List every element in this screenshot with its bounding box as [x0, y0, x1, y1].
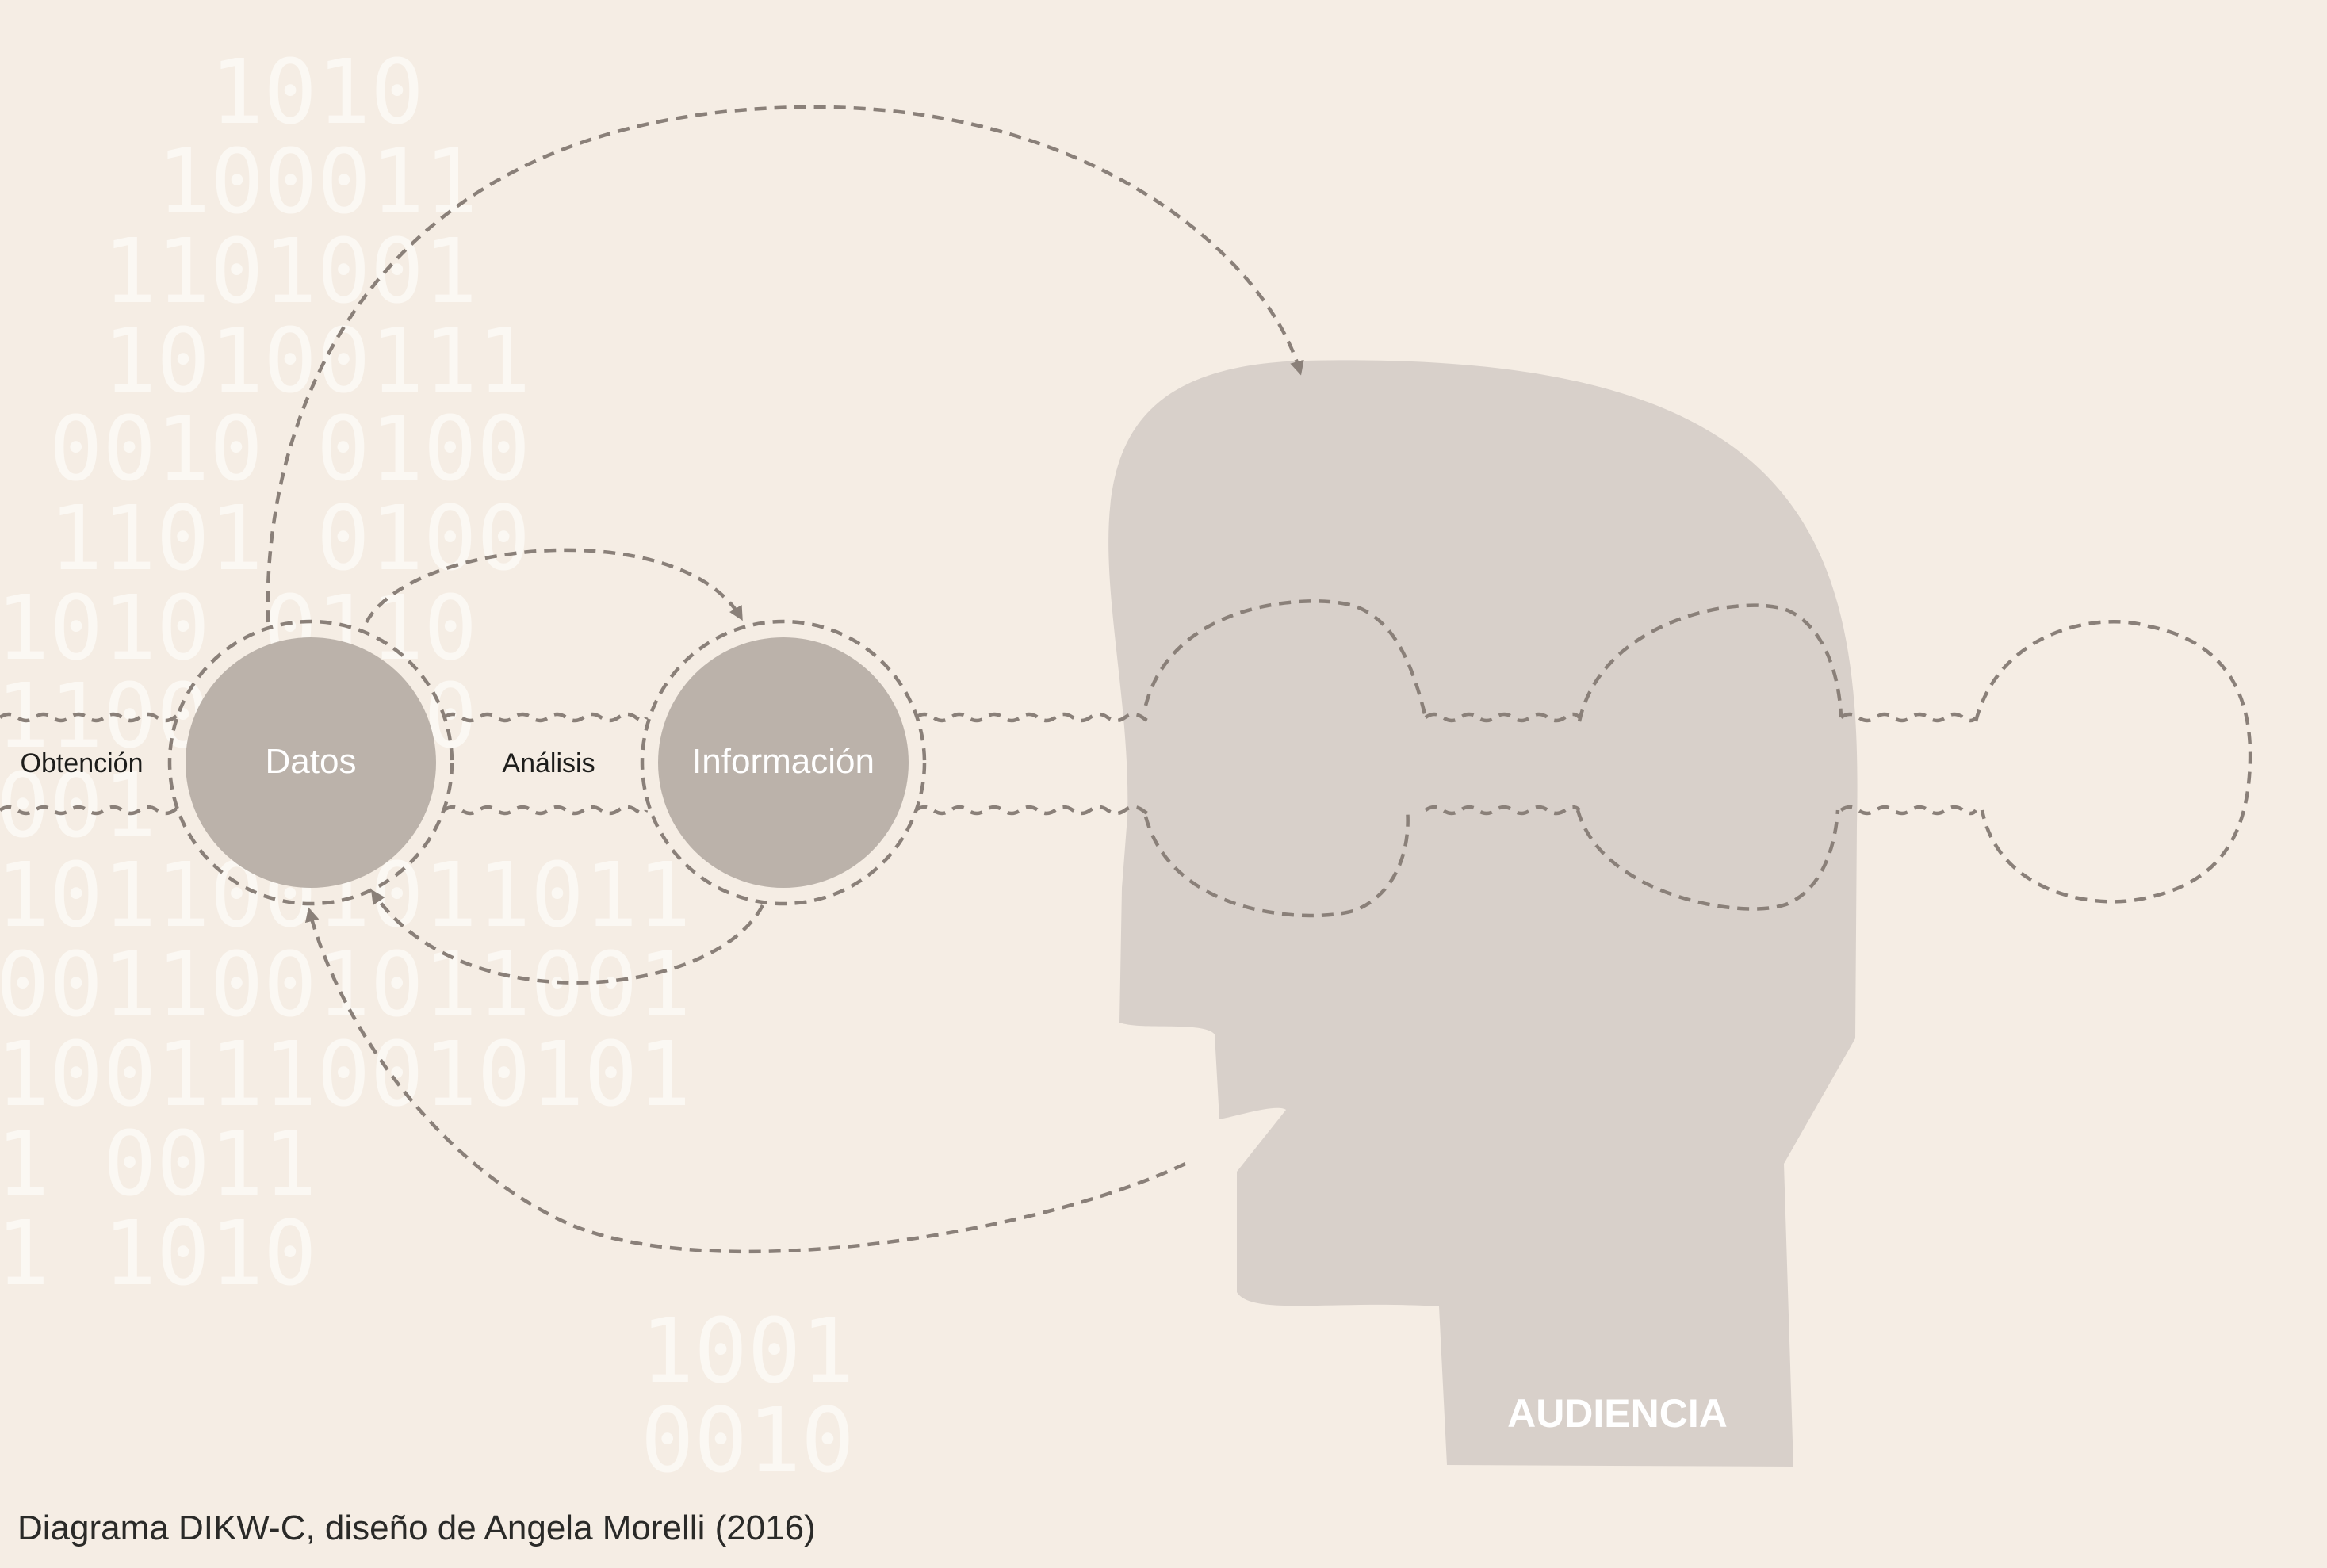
channel-bulges	[1143, 599, 2252, 918]
bulge-1-bottom	[1143, 808, 1410, 918]
datos-ring	[167, 619, 454, 906]
bulge-3	[1973, 620, 2252, 904]
binary-row: 1001	[641, 1300, 855, 1403]
analisis-label: Análisis	[502, 748, 595, 778]
figure-caption: Diagrama DIKW-C, diseño de Angela Morell…	[17, 1509, 816, 1547]
datos-label: Datos	[266, 742, 357, 781]
binary-row: 1 1010	[0, 1203, 317, 1306]
informacion-ring	[640, 619, 927, 906]
binary-row: 1001110010101	[0, 1023, 691, 1126]
binary-row: 0010 0100	[49, 398, 530, 501]
informacion-node	[658, 637, 909, 888]
binary-row: 1010	[210, 41, 424, 144]
arrow-audiencia-to-datos	[304, 907, 1186, 1254]
arrow-datos-to-informacion	[365, 548, 743, 624]
binary-row: 10100111	[103, 310, 530, 413]
wavy-channel-bottom	[0, 805, 1977, 816]
wavy-channel	[0, 712, 1977, 816]
binary-row: 0011001011001	[0, 934, 691, 1037]
bulge-1-top	[1143, 599, 1428, 718]
obtencion-label: Obtención	[21, 748, 144, 778]
wavy-channel-top	[0, 712, 1977, 723]
audience-head-silhouette	[1108, 360, 1858, 1467]
bulge-2-top	[1577, 603, 1843, 722]
binary-row: 1 0011	[0, 1113, 317, 1216]
arrow-informacion-to-datos	[370, 889, 764, 985]
binary-row: 100011	[157, 131, 478, 234]
arrow-datos-to-audiencia	[266, 105, 1304, 623]
datos-node	[186, 637, 436, 888]
binary-row: 1101001	[103, 220, 477, 323]
binary-row: 0010	[641, 1390, 855, 1493]
binary-row: 1101 0100	[49, 488, 530, 591]
audiencia-label: AUDIENCIA	[1507, 1391, 1728, 1436]
informacion-label: Información	[692, 742, 875, 781]
bulge-2-bottom	[1575, 809, 1840, 911]
